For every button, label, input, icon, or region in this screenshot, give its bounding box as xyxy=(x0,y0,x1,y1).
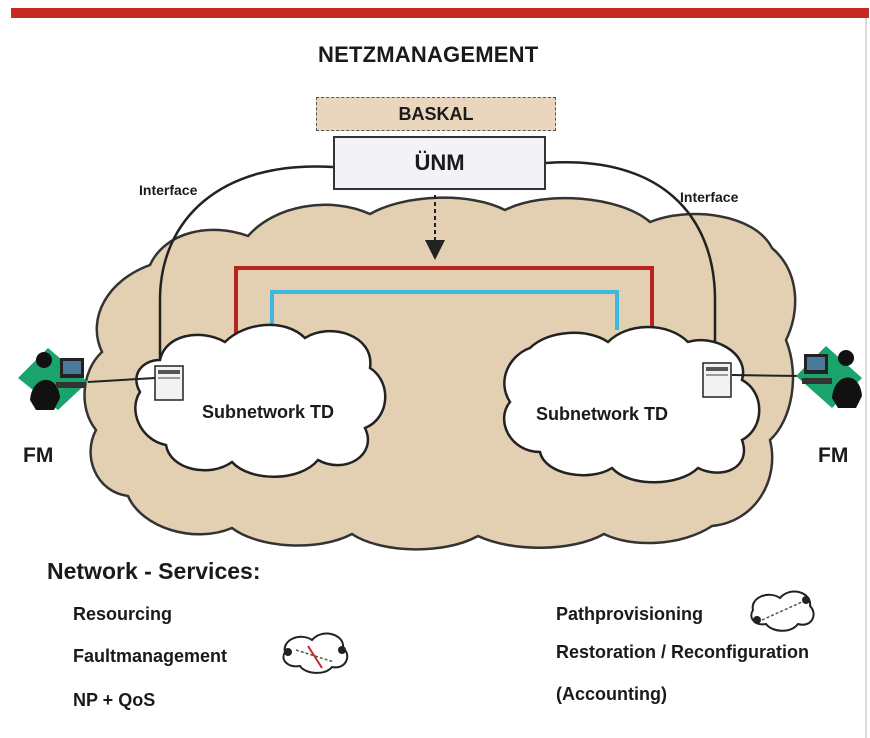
path-cyan xyxy=(270,290,619,336)
unm-box: ÜNM xyxy=(333,136,546,190)
interface-link-right xyxy=(545,161,717,368)
fm-label-right: FM xyxy=(818,444,849,467)
service-restoration: Restoration / Reconfiguration xyxy=(556,642,810,662)
service-faultmanagement: Faultmanagement xyxy=(73,646,228,666)
fm-label-left: FM xyxy=(23,444,54,467)
pathprovisioning-cloud-icon xyxy=(750,590,815,632)
interface-label-right: Interface xyxy=(680,189,739,205)
baskal-label: BASKAL xyxy=(398,103,474,124)
operator-terminal-left-icon xyxy=(18,348,88,410)
unm-label: ÜNM xyxy=(414,150,465,175)
subnetwork-label-left: Subnetwork TD xyxy=(202,402,335,422)
faultmanagement-cloud-icon xyxy=(282,632,349,674)
operator-terminal-right-icon xyxy=(796,346,862,408)
service-np-qos: NP + QoS xyxy=(73,690,156,710)
page-edge xyxy=(865,18,867,738)
services-heading: Network - Services: xyxy=(47,558,261,584)
fm-link-right xyxy=(731,374,801,377)
network-element-left-icon xyxy=(154,365,184,401)
accent-bar xyxy=(11,8,869,18)
interface-label-left: Interface xyxy=(139,182,198,198)
path-red xyxy=(234,266,654,342)
interface-link-left xyxy=(158,165,334,370)
network-element-right-icon xyxy=(702,362,732,398)
service-accounting: (Accounting) xyxy=(556,684,667,704)
subnetwork-cloud-left xyxy=(134,323,387,478)
service-resourcing: Resourcing xyxy=(73,604,173,624)
service-pathprovisioning: Pathprovisioning xyxy=(556,604,704,624)
subnetwork-label-right: Subnetwork TD xyxy=(536,404,669,424)
fm-link-left xyxy=(87,377,156,383)
diagram-title: NETZMANAGEMENT xyxy=(318,42,539,67)
subnetwork-cloud-right xyxy=(502,325,761,484)
baskal-box: BASKAL xyxy=(316,97,556,131)
